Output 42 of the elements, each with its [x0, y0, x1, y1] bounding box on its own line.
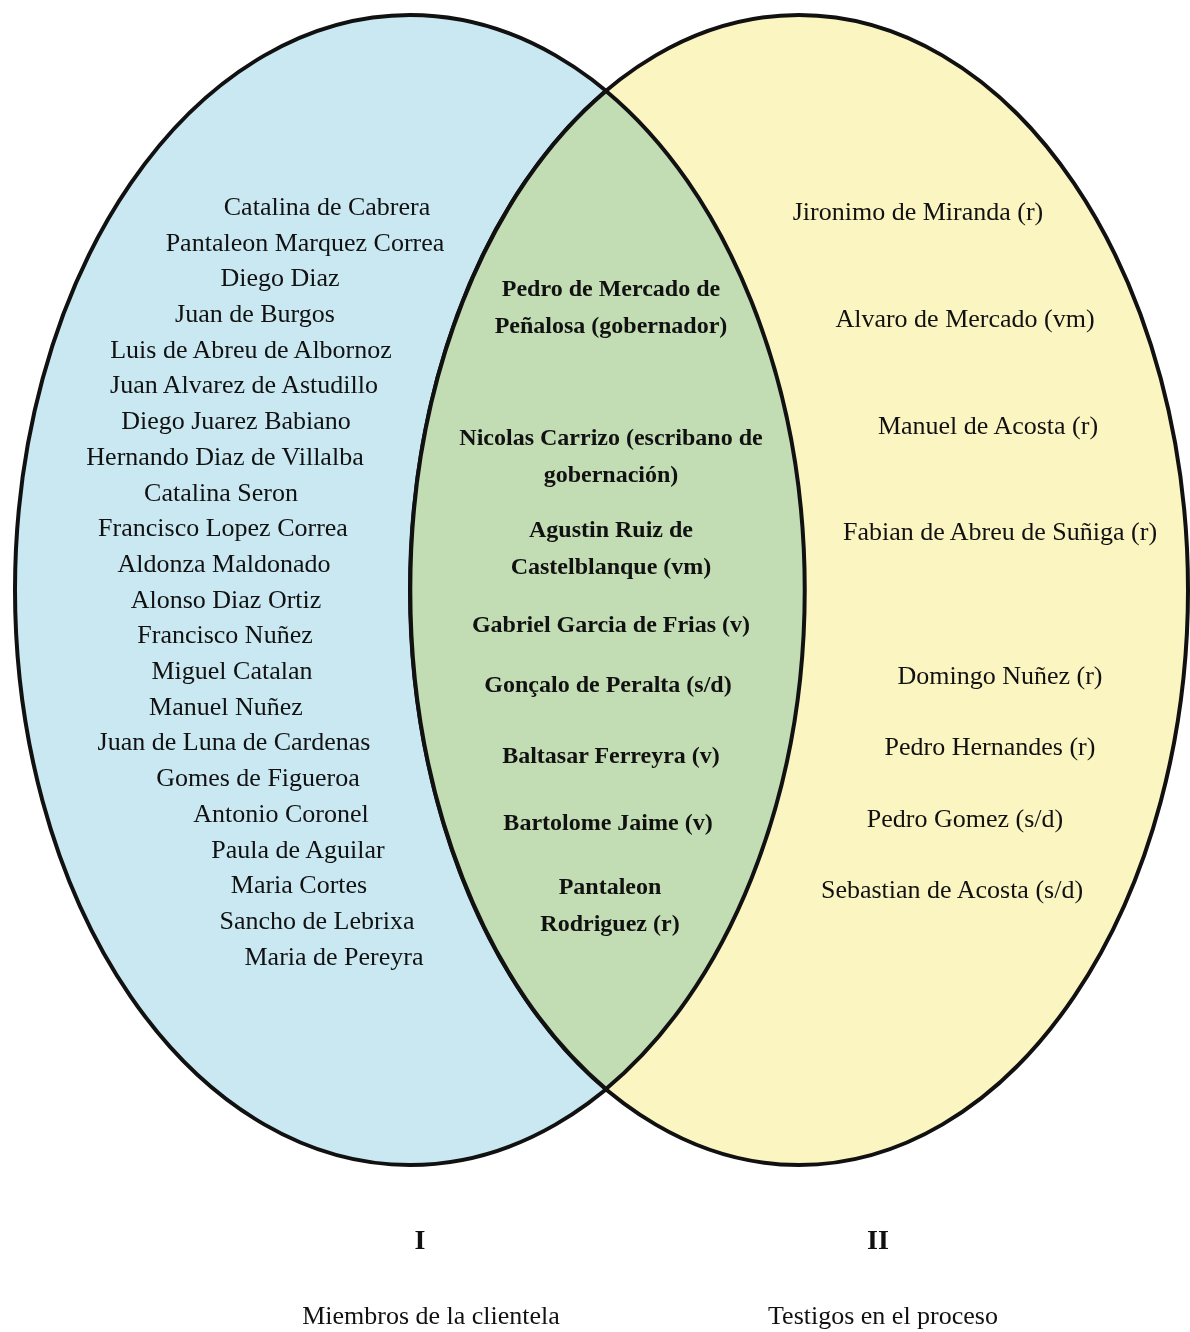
name-text: Nicolas Carrizo (escribano de gobernación)	[458, 423, 764, 489]
name-text: Luis de Abreu de Albornoz	[110, 334, 392, 366]
name-text: Francisco Nuñez	[137, 619, 313, 651]
name-text: Antonio Coronel	[193, 798, 369, 830]
name-text: Gonçalo de Peralta (s/d)	[484, 670, 732, 699]
name-text: Bartolome Jaime (v)	[503, 808, 713, 837]
name-text: Pedro de Mercado de Peñalosa (gobernador)	[493, 274, 729, 340]
name-text: Pantaleon Rodriguez (r)	[539, 872, 681, 938]
name-text: Catalina Seron	[144, 477, 298, 509]
set-caption: Testigos en el proceso	[768, 1300, 998, 1332]
name-text: Miguel Catalan	[151, 655, 313, 687]
name-text: Juan Alvarez de Astudillo	[110, 369, 378, 401]
name-text: Diego Juarez Babiano	[121, 405, 351, 437]
name-text: Manuel Nuñez	[149, 691, 303, 723]
name-text: Sancho de Lebrixa	[219, 905, 415, 937]
name-text: Diego Diaz	[220, 262, 340, 294]
name-text: Francisco Lopez Correa	[98, 512, 348, 544]
name-text: Jironimo de Miranda (r)	[792, 196, 1044, 228]
name-text: Hernando Diaz de Villalba	[86, 441, 364, 473]
name-text: Baltasar Ferreyra (v)	[502, 741, 720, 770]
set-numeral: I	[414, 1224, 426, 1256]
name-text: Juan de Luna de Cardenas	[97, 726, 371, 758]
name-text: Agustin Ruiz de Castelblanque (vm)	[509, 515, 713, 581]
name-text: Alvaro de Mercado (vm)	[835, 303, 1095, 335]
name-text: Maria de Pereyra	[244, 941, 424, 973]
name-text: Pedro Hernandes (r)	[884, 731, 1096, 763]
name-text: Fabian de Abreu de Suñiga (r)	[841, 516, 1159, 548]
set-caption: Miembros de la clientela	[302, 1300, 560, 1332]
name-text: Paula de Aguilar	[211, 834, 385, 866]
name-text: Maria Cortes	[230, 869, 368, 901]
name-text: Pedro Gomez (s/d)	[866, 803, 1064, 835]
name-text: Manuel de Acosta (r)	[877, 410, 1099, 442]
name-text: Pantaleon Marquez Correa	[165, 227, 445, 259]
name-text: Sebastian de Acosta (s/d)	[820, 874, 1084, 906]
name-text: Alonso Diaz Ortiz	[130, 584, 322, 616]
name-text: Gomes de Figueroa	[156, 762, 360, 794]
name-text: Catalina de Cabrera	[223, 191, 431, 223]
name-text: Domingo Nuñez (r)	[897, 660, 1103, 692]
name-text: Aldonza Maldonado	[117, 548, 331, 580]
name-text: Juan de Burgos	[175, 298, 335, 330]
name-text: Gabriel Garcia de Frias (v)	[471, 610, 751, 639]
set-numeral: II	[867, 1224, 889, 1256]
